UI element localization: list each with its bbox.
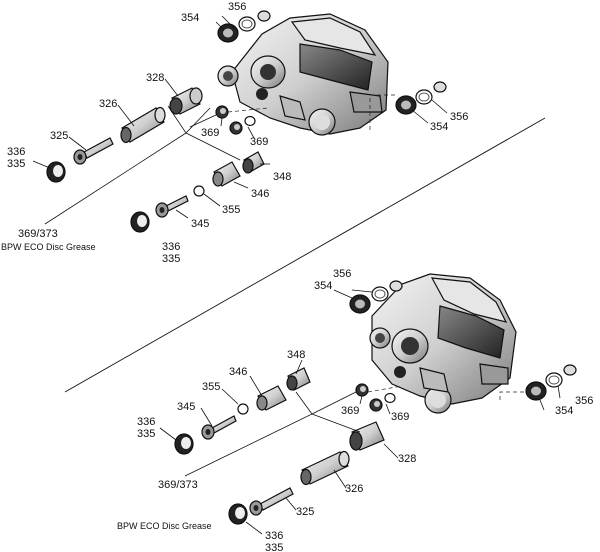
lower-seal-354-right <box>525 381 547 401</box>
upper-bolt-345 <box>155 195 189 218</box>
lower-label-354-top: 354 <box>314 280 332 292</box>
lower-label-345: 345 <box>177 401 195 413</box>
upper-grease-leader-b <box>185 107 211 134</box>
lower-label-336-b: 336 <box>265 530 283 542</box>
lower-axis-line-right <box>499 391 526 400</box>
lower-ring-369 <box>384 392 396 404</box>
lower-bushing-348 <box>286 367 311 391</box>
upper-assembly: 356 354 328 326 325 336 335 369 369 348 … <box>1 1 468 265</box>
upper-bolt-325 <box>73 137 114 165</box>
lower-label-336: 336 <box>137 416 155 428</box>
upper-label-356-top: 356 <box>228 1 246 13</box>
lower-ring-355 <box>237 403 249 415</box>
lower-label-346: 346 <box>229 366 247 378</box>
upper-label-356-right: 356 <box>450 111 468 123</box>
lower-ring-356-top-b <box>389 280 403 292</box>
upper-ring-356-right-b <box>433 81 447 93</box>
upper-label-336-b: 336 <box>162 241 180 253</box>
upper-cap-336 <box>46 161 66 183</box>
upper-axis-line-right <box>369 94 395 130</box>
upper-label-354-right: 354 <box>430 121 448 133</box>
upper-ring-369 <box>244 115 256 127</box>
upper-label-354-top: 354 <box>181 12 199 24</box>
upper-ring-356-right-a <box>415 89 433 105</box>
lower-label-355: 355 <box>202 381 220 393</box>
upper-label-335-b: 335 <box>162 253 180 265</box>
lower-ring-356-top-a <box>371 286 389 302</box>
lower-grease-code: 369/373 <box>158 479 198 491</box>
lower-plug-369-b <box>369 398 383 412</box>
upper-ring-356-top-a <box>238 16 256 32</box>
lower-ring-356-right-a <box>545 372 563 388</box>
section-divider <box>64 117 546 393</box>
lower-cap-336-b <box>228 503 248 525</box>
lower-label-348: 348 <box>287 349 305 361</box>
lower-cap-336 <box>174 433 194 455</box>
lower-label-356-right: 356 <box>575 395 593 407</box>
lower-grease-leader-b <box>311 391 357 415</box>
lower-ring-356-right-b <box>563 364 577 376</box>
upper-label-326: 326 <box>99 98 117 110</box>
lower-bolt-345 <box>201 415 237 440</box>
upper-ring-355 <box>193 185 205 197</box>
upper-label-335: 335 <box>7 158 25 170</box>
lower-label-369-a: 369 <box>341 405 359 417</box>
upper-bushing-348 <box>242 151 265 174</box>
lower-bolt-325 <box>249 487 294 516</box>
lower-label-369-b: 369 <box>391 411 409 423</box>
upper-label-325: 325 <box>50 130 68 142</box>
upper-ring-356-top-b <box>257 10 271 22</box>
lower-label-356-top: 356 <box>333 268 351 280</box>
lower-label-328: 328 <box>398 453 416 465</box>
upper-label-369-a: 369 <box>201 127 219 139</box>
upper-leaders <box>32 15 448 219</box>
upper-grease-text: BPW ECO Disc Grease <box>1 242 96 252</box>
lower-label-335: 335 <box>137 428 155 440</box>
lower-plug-369-a <box>355 383 369 397</box>
lower-label-354-right: 354 <box>555 405 573 417</box>
lower-guide-tube-326 <box>300 450 350 486</box>
lower-axis-line-center <box>367 385 403 393</box>
upper-label-345: 345 <box>191 218 209 230</box>
lower-leaders <box>159 289 561 535</box>
lower-label-325: 325 <box>296 506 314 518</box>
lower-label-326: 326 <box>345 483 363 495</box>
upper-cap-336-b <box>130 211 150 233</box>
upper-plug-369-b <box>229 121 243 135</box>
lower-grease-text: BPW ECO Disc Grease <box>117 521 212 531</box>
upper-guide-tube-346 <box>212 161 241 187</box>
lower-assembly: 356 354 348 346 355 345 336 335 369 369 … <box>117 268 593 552</box>
upper-guide-tube-326 <box>120 106 166 144</box>
upper-bushing-328 <box>169 87 203 115</box>
upper-label-348: 348 <box>273 171 291 183</box>
upper-label-336: 336 <box>7 146 25 158</box>
upper-grease-code: 369/373 <box>18 228 58 240</box>
lower-bushing-328 <box>349 421 385 451</box>
upper-label-346: 346 <box>251 188 269 200</box>
lower-guide-tube-346 <box>256 385 287 411</box>
upper-plug-369-a <box>215 105 229 119</box>
lower-caliper-housing <box>369 273 517 414</box>
upper-label-328: 328 <box>146 72 164 84</box>
upper-seal-354-right <box>395 95 417 115</box>
upper-label-355: 355 <box>222 204 240 216</box>
upper-caliper-housing <box>217 13 389 136</box>
lower-label-335-b: 335 <box>265 542 283 552</box>
lower-seal-354-top <box>349 294 371 314</box>
upper-grease-leader-d <box>189 114 217 128</box>
lower-grease-leader-c <box>311 413 361 433</box>
upper-label-369-b: 369 <box>250 136 268 148</box>
upper-grease-leader-c <box>185 132 241 161</box>
